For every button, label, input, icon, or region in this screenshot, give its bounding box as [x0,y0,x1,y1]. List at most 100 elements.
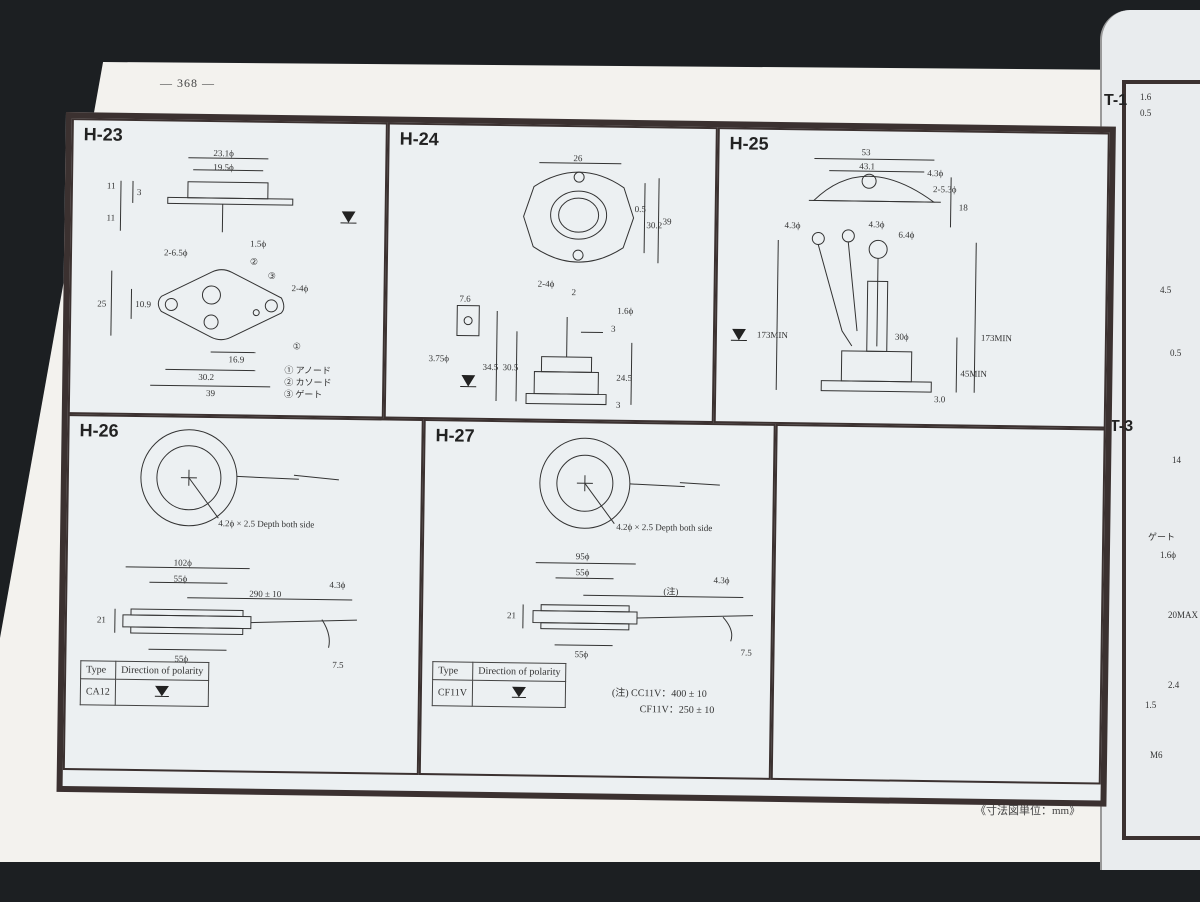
dim-label: 173MIN [980,332,1013,344]
drawing-frame: H-23 [56,112,1116,807]
dim-label: 4.3ϕ [868,219,885,230]
right-dim: 14 [1172,455,1181,465]
dim-label: 19.5ϕ [213,162,234,173]
dim-label: 4.3ϕ [329,579,346,590]
h27-drawing [522,437,754,647]
hole-note: 4.2ϕ × 2.5 Depth both side [616,521,713,534]
dim-label: 21 [506,610,517,621]
dim-label: 55ϕ [575,567,590,578]
polarity-table: Type Direction of polarity CF11V [432,661,567,708]
dim-label: 34.5 [482,361,499,373]
dim-label: 3 [615,399,621,410]
legend-gate: ③ ゲート [284,389,323,400]
dim-label: 3 [610,323,616,334]
right-title-bottom: T-3 [1110,418,1134,435]
dim-label: 25 [97,298,107,309]
table-cell-type: CF11V [432,679,473,707]
dim-label: 39 [662,216,672,227]
length-note-2: CF11V：250 ± 10 [639,704,715,717]
thyristor-symbol-icon [115,679,209,707]
dim-label: 2-6.5ϕ [163,247,188,258]
dim-label: 4.3ϕ [713,575,730,586]
dim-label: 26 [573,153,583,164]
dim-label: 11 [106,212,116,223]
dim-label: 0.5 [634,203,647,215]
right-dim: M6 [1150,750,1163,760]
page-number: — 368 — [160,76,215,90]
dim-label: 11 [106,180,116,191]
h25-drawing [730,157,977,393]
dim-label: 55ϕ [574,649,589,660]
cell-h24: H-24 [383,122,718,424]
right-title-top: T-1 [1104,92,1128,109]
dim-label: 53 [861,147,871,158]
table-header-polarity: Direction of polarity [115,661,209,681]
right-dim: ゲート [1148,532,1176,542]
dim-label: 30.2 [198,371,215,383]
cell-h27: H-27 4.2ϕ × 2.5 Depth both [418,419,776,780]
h24-drawing [456,162,660,406]
dim-label: 18 [958,202,968,213]
dim-label: 30ϕ [894,331,909,342]
dim-label: 10.9 [135,298,152,310]
thyristor-symbol-icon [472,680,566,708]
dim-label: 39 [206,387,216,399]
dim-label: 30.5 [502,362,519,373]
dim-label: 95ϕ [575,551,590,562]
table-cell-type: CA12 [80,678,116,706]
dim-label: 1.6ϕ [617,305,634,316]
h23-drawing [110,157,357,388]
cell-h25: H-25 53 43.1 [713,127,1110,429]
dim-label: 102ϕ [173,557,193,568]
length-note-1: (注) CC11V：400 ± 10 [611,687,707,701]
right-dim: 1.6ϕ [1160,550,1176,560]
right-dim: 1.5 [1145,700,1157,710]
dim-label: ② [249,256,259,267]
dim-label: 21 [96,614,106,625]
dim-label: 45MIN [960,368,988,379]
dim-label: 2-4ϕ [537,278,555,289]
polarity-table: Type Direction of polarity CA12 [80,660,210,707]
dim-label: 7.5 [332,659,344,670]
dim-label: ③ [267,270,276,281]
dim-label: 3 [136,186,142,198]
cell-empty [770,423,1106,785]
dim-label: 16.9 [228,354,245,365]
dim-label: 4.3ϕ [784,220,801,231]
right-dim: 20MAX [1168,610,1199,620]
dim-label: 290 ± 10 [249,588,282,600]
right-dim: 4.5 [1160,285,1172,295]
dim-label: 3.0 [934,394,946,405]
footer-unit-note: 《寸法図単位：mm》 [975,805,1081,817]
dim-label: 6.4ϕ [898,229,915,240]
dim-label: 7.5 [740,647,752,658]
right-dim: 1.6 [1140,92,1152,102]
dim-label: ① [292,341,301,352]
right-dim: 0.5 [1140,108,1152,118]
dim-label: 55ϕ [173,573,188,584]
right-dim: 0.5 [1170,348,1182,358]
dim-label: 2 [571,287,577,298]
dim-label: 3.75ϕ [428,353,450,364]
h26-drawing [114,429,357,651]
right-dim: 2.4 [1168,680,1180,690]
table-header-type: Type [432,661,473,681]
dim-label: 2-5.3ϕ [932,184,957,195]
cell-h23: H-23 [67,118,388,419]
dim-label: 4.3ϕ [927,168,944,179]
hole-note: 4.2ϕ × 2.5 Depth both side [218,518,315,530]
table-header-polarity: Direction of polarity [472,662,567,682]
dim-label: 43.1 [859,161,876,172]
dim-label: 2-4ϕ [291,283,309,294]
cell-h26: H-26 4.2ϕ × 2.5 Depth both [62,414,424,775]
dim-label: 1.5ϕ [250,238,267,249]
dim-label: 23.1ϕ [213,148,235,159]
right-page-frame [1122,80,1200,840]
book-page-right [1100,10,1200,870]
dim-label: 7.6 [459,293,471,304]
dim-label: (注) [663,586,679,597]
dim-label: 24.5 [616,372,633,383]
dim-label: 30.2 [646,220,663,231]
table-header-type: Type [80,660,116,680]
dim-label: 173MIN [756,329,789,341]
